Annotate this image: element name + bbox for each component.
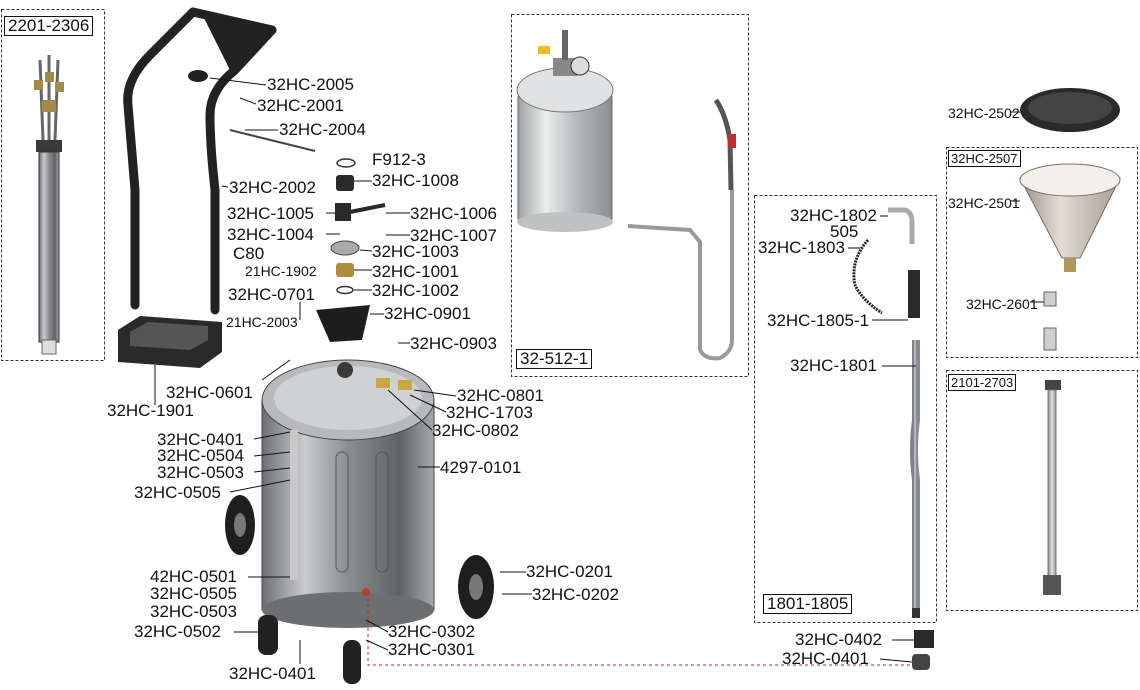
tray-1901 (118, 316, 222, 368)
part-label-32HC-0504: 32HC-0504 (157, 446, 244, 465)
part-label-4297-0101: 4297-0101 (440, 458, 522, 477)
part-1005 (335, 203, 351, 221)
probe-2101-2703 (1043, 380, 1061, 595)
part-label-32HC-0505-a: 32HC-0505 (134, 483, 221, 502)
frame-1801-1805 (754, 195, 937, 623)
canister-32-512-1 (516, 30, 614, 232)
part-label-32HC-2002: 32HC-2002 (229, 178, 316, 197)
part-label-32HC-1001: 32HC-1001 (372, 262, 459, 281)
frame-2101-2703 (946, 370, 1138, 611)
part-label-32HC-0801: 32HC-0801 (457, 386, 544, 405)
part-label-32HC-1003: 32HC-1003 (372, 242, 459, 261)
group-tag-2201-2306: 2201-2306 (4, 16, 94, 36)
part-label-F912-3: F912-3 (372, 150, 426, 169)
part-label-32HC-0903: 32HC-0903 (410, 334, 497, 353)
part-label-32HC-0401-c: 32HC-0401 (782, 649, 869, 668)
part-label-505: 505 (830, 222, 859, 241)
part-label-32HC-1006: 32HC-1006 (410, 204, 497, 223)
oring-1002 (336, 285, 354, 295)
part-label-32HC-1008: 32HC-1008 (372, 171, 459, 190)
part-label-32HC-0202: 32HC-0202 (532, 585, 619, 604)
part-label-32HC-0502: 32HC-0502 (134, 622, 221, 641)
group-tag-32-512-1: 32-512-1 (516, 349, 593, 369)
hopper-top (200, 10, 272, 74)
part-label-32HC-1901: 32HC-1901 (107, 401, 194, 420)
part-label-32HC-0401-b: 32HC-0401 (229, 664, 316, 683)
tube-32-512-1 (627, 190, 734, 361)
nut-1001 (336, 263, 354, 277)
part-label-32HC-1007: 32HC-1007 (410, 226, 497, 245)
part-label-32HC-1802: 32HC-1802 (790, 206, 877, 225)
part-label-32HC-0402: 32HC-0402 (795, 630, 882, 649)
part-0402 (914, 630, 934, 648)
part-label-32HC-0802: 32HC-0802 (432, 421, 519, 440)
part-label-32HC-2004: 32HC-2004 (279, 120, 366, 139)
frame-32HC-2507 (946, 147, 1138, 358)
main-tank (261, 359, 435, 628)
part-label-32HC-0701: 32HC-0701 (228, 285, 315, 304)
probe-assembly-2201 (34, 55, 64, 355)
group-tag-2101-2703: 2101-2703 (948, 374, 1017, 391)
part-label-32HC-0302: 32HC-0302 (388, 622, 475, 641)
leader-lines (154, 77, 1044, 664)
part-label-32HC-1002: 32HC-1002 (372, 281, 459, 300)
funnel-0901 (316, 305, 370, 342)
part-1008 (336, 175, 354, 191)
part-label-32HC-2005: 32HC-2005 (267, 75, 354, 94)
wheels (225, 495, 494, 684)
oring-f912 (336, 158, 356, 168)
part-label-32HC-0503-a: 32HC-0503 (157, 463, 244, 482)
part-label-32HC-0901: 32HC-0901 (384, 304, 471, 323)
part-0401-c (912, 654, 930, 670)
part-label-32HC-1703: 32HC-1703 (446, 403, 533, 422)
part-label-C80: C80 (233, 244, 265, 263)
frame-2201-2306 (1, 9, 105, 361)
part-label-32HC-2001: 32HC-2001 (257, 96, 344, 115)
group-tag-1801-1805: 1801-1805 (763, 594, 853, 614)
knob-2005 (188, 70, 208, 82)
part-label-32HC-1803: 32HC-1803 (758, 238, 845, 257)
lever-1006 (349, 203, 386, 214)
rod-2004 (229, 129, 316, 152)
part-label-32HC-1801: 32HC-1801 (790, 356, 877, 375)
part-label-32HC-1805-1: 32HC-1805-1 (767, 311, 870, 330)
part-label-32HC-0601: 32HC-0601 (166, 383, 253, 402)
washer-1003 (330, 240, 360, 256)
part-label-32HC-1004: 32HC-1004 (227, 225, 314, 244)
funnel-2507 (1019, 88, 1121, 351)
hose-connector-line (367, 598, 912, 666)
tube-1801-1805 (852, 207, 920, 618)
part-label-32HC-0505-b: 32HC-0505 (150, 584, 237, 603)
part-label-21HC-2003: 21HC-2003 (226, 314, 298, 330)
part-label-32HC-0301: 32HC-0301 (388, 640, 475, 659)
part-label-21HC-1902: 21HC-1902 (245, 263, 317, 279)
part-label-32HC-2601: 32HC-2601 (966, 296, 1038, 312)
part-label-32HC-0401-a: 32HC-0401 (157, 430, 244, 449)
part-label-32HC-2501: 32HC-2501 (948, 195, 1020, 211)
frame-32-512-1 (511, 14, 749, 377)
group-tag-32HC-2507: 32HC-2507 (948, 150, 1021, 167)
part-label-42HC-0501: 42HC-0501 (150, 567, 237, 586)
part-label-32HC-2502: 32HC-2502 (948, 105, 1020, 121)
part-label-32HC-0201: 32HC-0201 (526, 562, 613, 581)
part-label-32HC-1005: 32HC-1005 (227, 204, 314, 223)
part-label-32HC-0503-b: 32HC-0503 (150, 602, 237, 621)
